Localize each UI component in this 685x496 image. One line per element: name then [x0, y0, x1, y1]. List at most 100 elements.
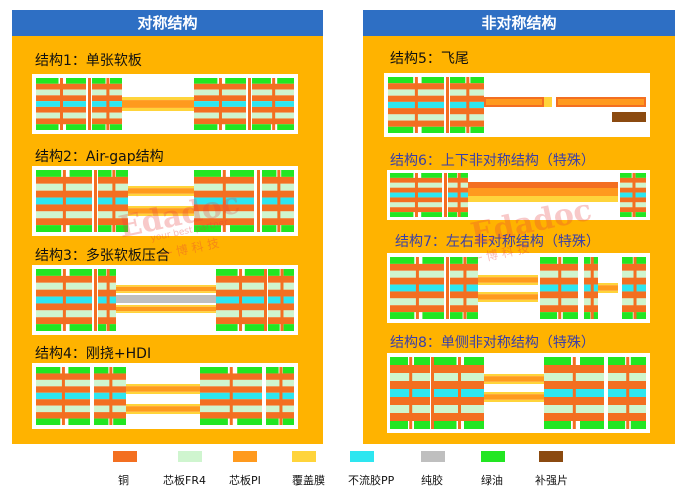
solder-mask-pad — [390, 212, 414, 217]
coverlay-top — [128, 186, 194, 189]
solder-mask-pad — [592, 257, 598, 264]
solder-mask-pad — [194, 78, 218, 84]
solder-mask-pad — [225, 124, 246, 130]
solder-mask-pad — [421, 212, 442, 217]
flex-core — [122, 100, 194, 108]
flex-core — [128, 208, 194, 214]
solder-mask-pad — [268, 269, 280, 276]
coverlay-top — [484, 374, 544, 377]
solder-mask-pad — [282, 367, 294, 374]
flex-tail-core — [558, 99, 644, 105]
via — [633, 257, 637, 319]
flex-core — [126, 406, 200, 412]
solder-mask-pad — [266, 418, 279, 425]
solder-mask-pad — [635, 173, 646, 178]
solder-mask-pad — [544, 421, 571, 429]
solder-mask-pad — [540, 312, 558, 319]
flex-top — [468, 182, 618, 188]
solder-mask-pad — [194, 225, 221, 232]
via — [409, 357, 413, 429]
structure-6-label: 结构6：上下非对称结构（特殊） — [390, 153, 595, 169]
solder-mask-pad — [36, 225, 62, 232]
solder-mask-pad — [98, 225, 112, 232]
via — [463, 257, 467, 319]
coverlay-top — [478, 275, 538, 278]
via — [414, 173, 418, 217]
coverlay-bottom — [122, 107, 194, 111]
solder-mask-pad — [69, 269, 92, 276]
solder-mask-pad — [66, 78, 86, 84]
via — [590, 257, 594, 319]
solder-mask-pad — [622, 312, 633, 319]
solder-mask-pad — [470, 77, 484, 84]
solder-mask-pad — [422, 257, 444, 264]
via — [248, 78, 251, 130]
solder-mask-pad — [390, 421, 408, 429]
legend-label-copper: 铜 — [118, 474, 129, 487]
solder-mask-pad — [36, 124, 59, 130]
solder-mask-pad — [92, 124, 106, 130]
legend-swatch-fr4 — [178, 451, 202, 462]
via — [229, 367, 233, 425]
solder-mask-pad — [68, 418, 90, 425]
legend-swatch-noflow_pp — [350, 451, 374, 462]
coverlay-bottom — [126, 391, 200, 394]
via — [272, 78, 276, 130]
via — [61, 367, 65, 425]
legend-swatch-coverlay — [292, 451, 316, 462]
via — [62, 170, 66, 232]
coverlay-top — [128, 206, 194, 209]
solder-mask-pad — [388, 77, 414, 84]
flex-tail-core — [486, 99, 542, 105]
solder-mask-pad — [36, 324, 62, 331]
solder-mask-pad — [116, 225, 128, 232]
flex-core — [484, 376, 544, 382]
solder-mask-pad — [36, 367, 61, 374]
solder-mask-pad — [620, 173, 632, 178]
structure-7-label: 结构7：左右非对称结构（特殊） — [395, 234, 600, 250]
legend-label-pi: 芯板PI — [229, 474, 261, 487]
solder-mask-pad — [283, 269, 294, 276]
solder-mask-pad — [200, 418, 228, 425]
solder-mask-pad — [390, 173, 414, 178]
solder-mask-pad — [98, 170, 112, 177]
via — [94, 170, 97, 232]
solder-mask-pad — [608, 421, 626, 429]
coverlay-bottom — [598, 290, 618, 293]
coverlay-top — [116, 285, 216, 287]
solder-mask-pad — [470, 126, 484, 133]
coverlay — [544, 97, 552, 107]
flex-core — [478, 294, 538, 300]
via — [444, 173, 447, 217]
solder-mask-pad — [216, 324, 238, 331]
solder-mask-pad — [98, 269, 107, 276]
solder-mask-pad — [281, 225, 294, 232]
solder-mask-pad — [108, 324, 116, 331]
solder-mask-pad — [237, 418, 262, 425]
flex-core — [126, 386, 200, 392]
via — [60, 78, 63, 130]
coverlay-bottom — [484, 399, 544, 402]
solder-mask-pad — [390, 312, 415, 319]
stiffener — [612, 112, 646, 122]
solder-mask-pad — [544, 357, 571, 365]
solder-mask-pad — [230, 170, 254, 177]
solder-mask-pad — [36, 269, 62, 276]
coverlay-bottom — [128, 193, 194, 196]
coverlay-bottom — [484, 381, 544, 384]
solder-mask-pad — [262, 225, 277, 232]
solder-mask-pad — [200, 367, 228, 374]
solder-mask-pad — [450, 312, 463, 319]
via — [106, 269, 110, 331]
solder-mask-pad — [266, 367, 279, 374]
structure-1-label: 结构1：单张软板 — [35, 53, 142, 69]
solder-mask-pad — [244, 269, 264, 276]
legend-swatch-copper — [113, 451, 137, 462]
solder-mask-pad — [450, 257, 463, 264]
coverlay-top — [484, 392, 544, 395]
coverlay-top — [116, 305, 216, 307]
coverlay-top — [122, 97, 194, 101]
solder-mask-pad — [194, 124, 218, 130]
via — [277, 170, 281, 232]
solder-mask-pad — [390, 357, 408, 365]
